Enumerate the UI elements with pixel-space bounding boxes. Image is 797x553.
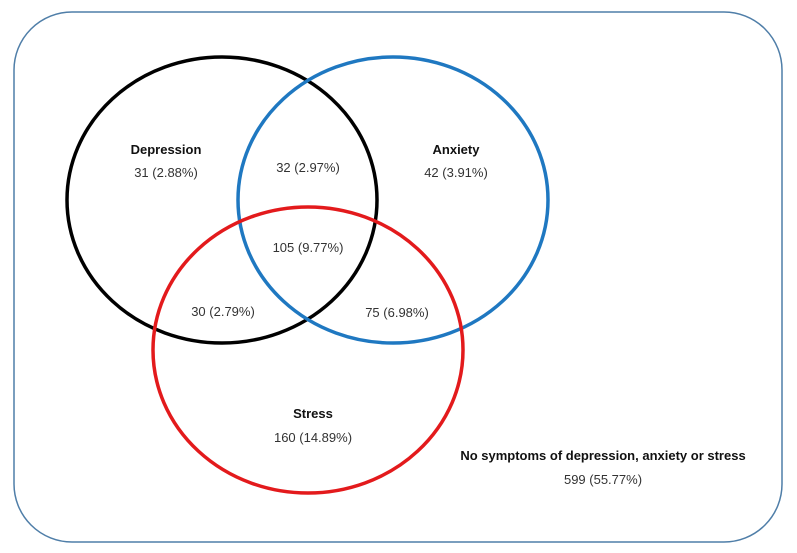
depression-anxiety-value: 32 (2.97%) bbox=[276, 160, 340, 175]
depression-only-value: 31 (2.88%) bbox=[134, 165, 198, 180]
no-symptoms-label: No symptoms of depression, anxiety or st… bbox=[460, 448, 745, 463]
anxiety-only-value: 42 (3.91%) bbox=[424, 165, 488, 180]
outer-frame bbox=[13, 11, 783, 543]
all-three-value: 105 (9.77%) bbox=[273, 240, 344, 255]
depression-stress-value: 30 (2.79%) bbox=[191, 304, 255, 319]
stress-label: Stress bbox=[293, 406, 333, 421]
circle-stress bbox=[151, 205, 465, 495]
circle-depression bbox=[65, 55, 379, 345]
depression-label: Depression bbox=[131, 142, 202, 157]
stress-only-value: 160 (14.89%) bbox=[274, 430, 352, 445]
circle-anxiety bbox=[236, 55, 550, 345]
no-symptoms-value: 599 (55.77%) bbox=[564, 472, 642, 487]
anxiety-stress-value: 75 (6.98%) bbox=[365, 305, 429, 320]
anxiety-label: Anxiety bbox=[433, 142, 481, 157]
